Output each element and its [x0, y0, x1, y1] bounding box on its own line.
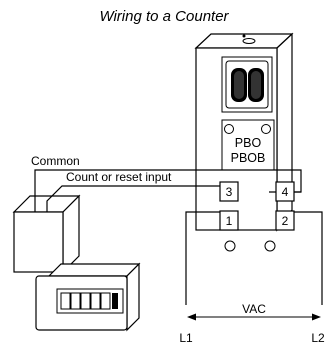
counter-reset-slot	[112, 293, 118, 309]
count-reset-label: Count or reset input	[66, 170, 172, 184]
terminal-4: 4	[275, 181, 295, 202]
count-reset-wire	[46, 185, 218, 212]
bottom-screw-left	[224, 240, 236, 252]
l2-wire	[293, 211, 323, 305]
terminal-1: 1	[219, 210, 239, 231]
terminal-1-label: 1	[226, 214, 233, 228]
lens-frame	[221, 56, 273, 113]
counter-digit-1	[60, 292, 71, 310]
diagram-title: Wiring to a Counter	[99, 8, 229, 25]
vac-label: VAC	[242, 302, 266, 316]
terminal-2: 2	[275, 210, 295, 231]
vac-arrow-right	[312, 313, 321, 321]
common-wire	[34, 169, 198, 212]
vac-arrow-left	[187, 313, 196, 321]
counter-digit-4	[90, 292, 101, 310]
model-name-pbob: PBOB	[231, 151, 266, 165]
terminal-3-label: 3	[226, 185, 233, 199]
counter-bezel-side	[126, 262, 140, 332]
l2-label: L2	[311, 331, 325, 345]
counter-bezel-top	[47, 263, 141, 277]
terminal-4-label: 4	[282, 185, 289, 199]
bottom-screw-right	[264, 240, 276, 252]
counter-rear-body	[13, 211, 64, 273]
photoelectric-sensor: PBO PBOB	[194, 32, 294, 252]
counter-device	[12, 194, 141, 332]
top-screw-hole	[242, 38, 256, 44]
l1-wire	[185, 211, 220, 305]
terminal-1-box	[219, 210, 239, 231]
terminal-2-label: 2	[282, 214, 289, 228]
counter-digit-2	[70, 292, 81, 310]
terminal-3-box	[219, 181, 239, 202]
top-indicator-dot	[242, 34, 246, 38]
counter-digit-3	[80, 292, 91, 310]
counter-digit-5	[100, 292, 111, 310]
panel-screw-top-right	[261, 124, 271, 134]
panel-screw-top-left	[224, 124, 234, 134]
model-name-pbo: PBO	[235, 136, 262, 150]
emitter-lens-inner	[234, 71, 244, 99]
common-label: Common	[31, 154, 80, 168]
lens-window	[225, 60, 269, 109]
terminal-3: 3	[219, 181, 239, 202]
receiver-lens-inner	[251, 71, 261, 99]
terminal-2-box	[275, 210, 295, 231]
l1-label: L1	[179, 331, 193, 345]
counter-display-window	[56, 288, 124, 314]
